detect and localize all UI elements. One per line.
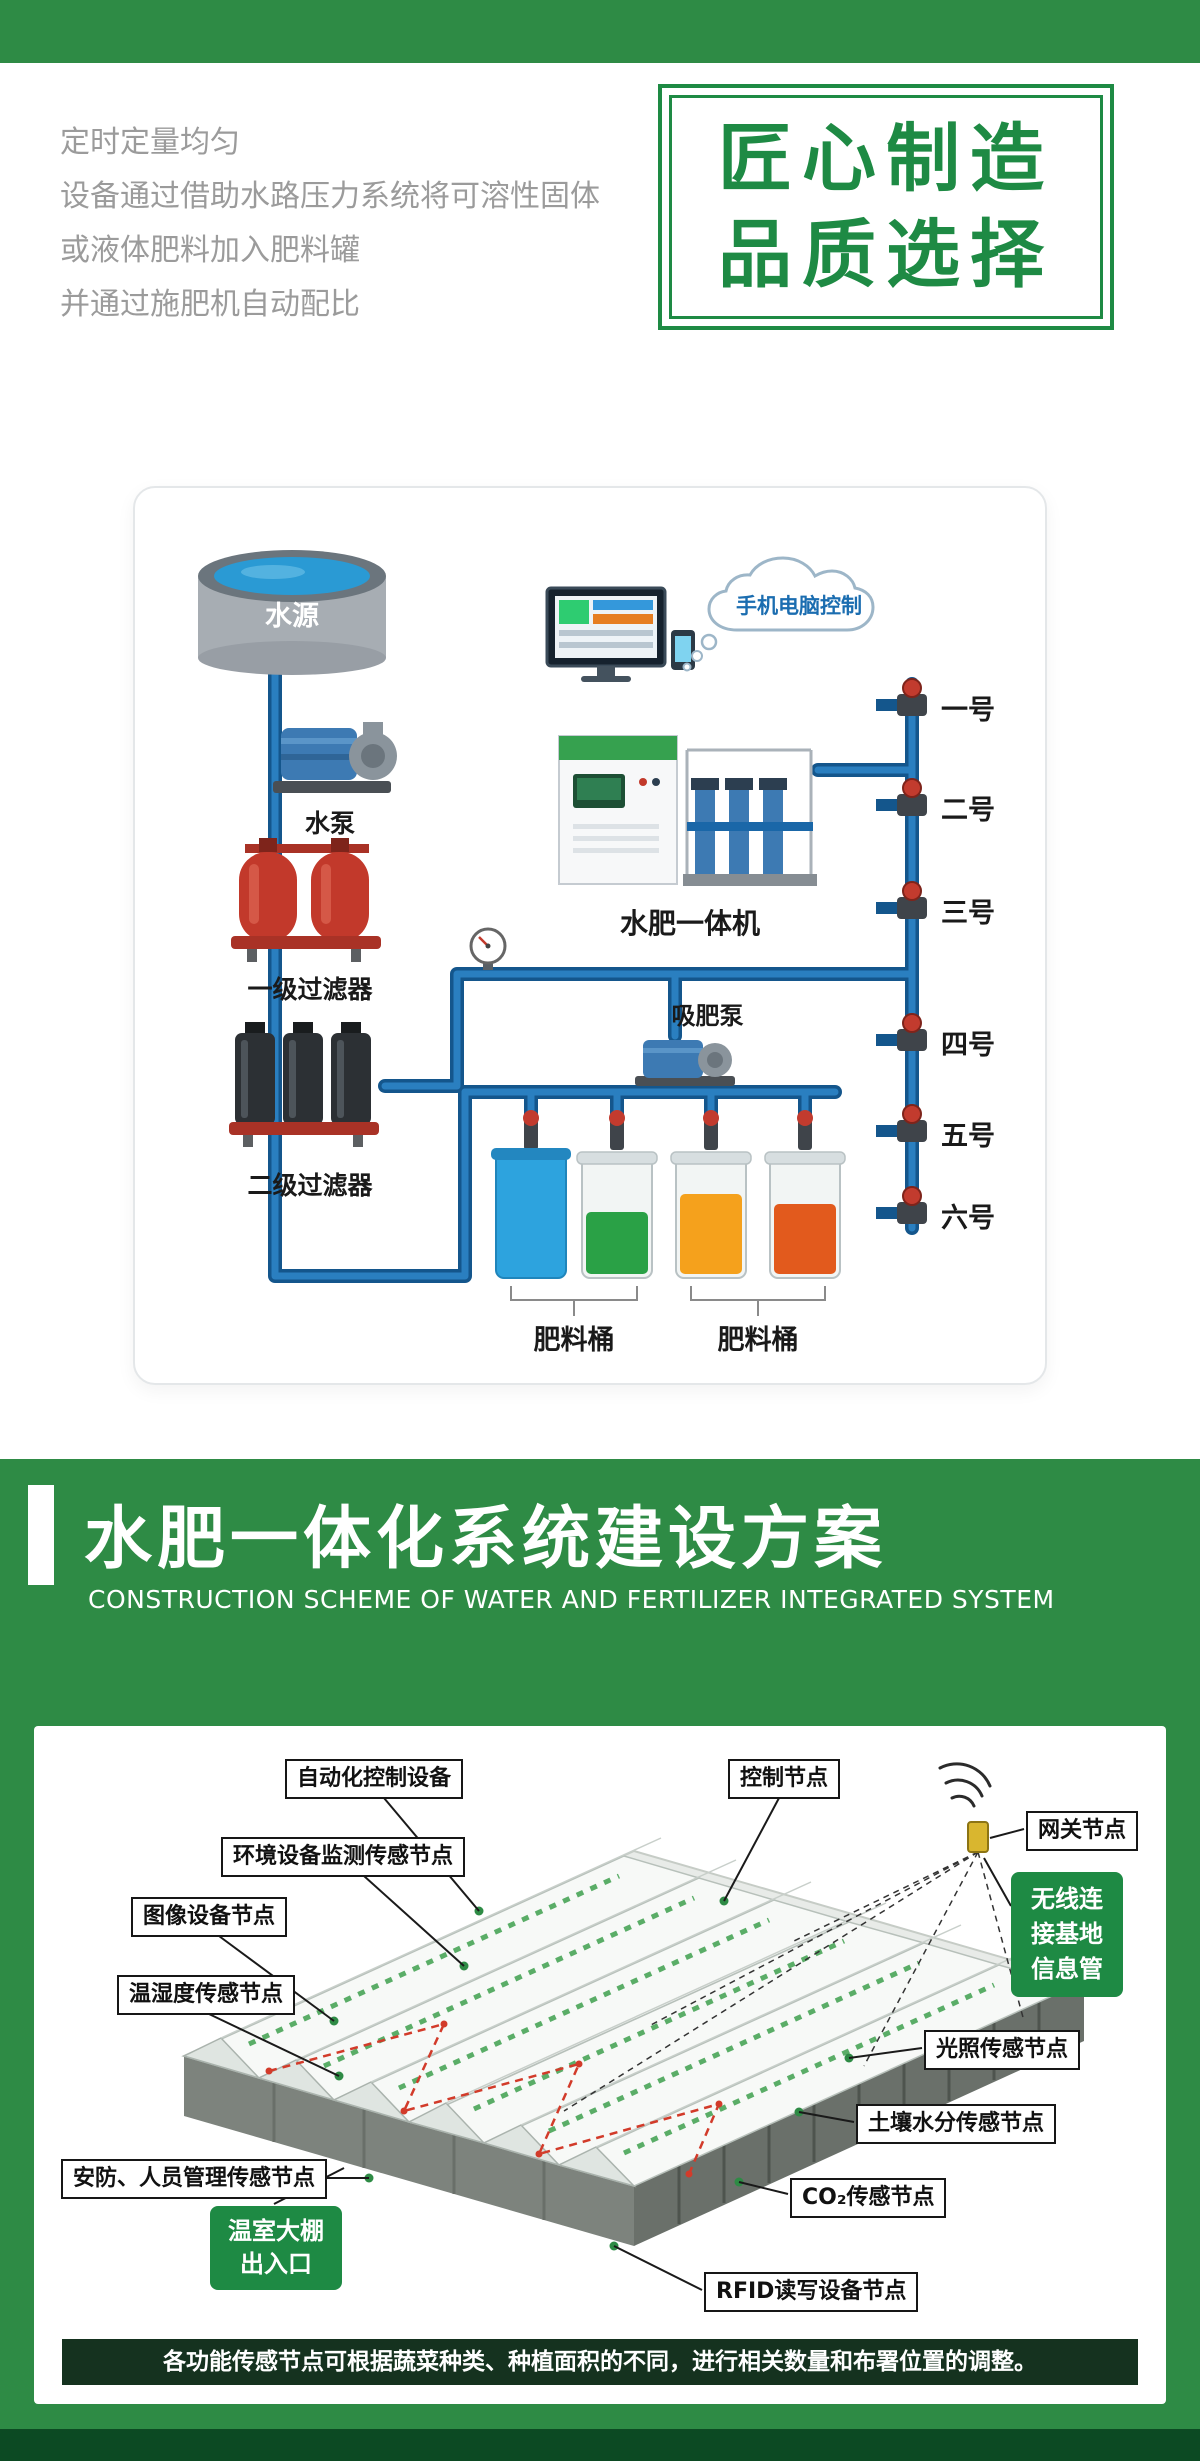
- scheme-section: 水肥一体化系统建设方案 CONSTRUCTION SCHEME OF WATER…: [0, 1459, 1200, 2461]
- valve-label-6: 六号: [941, 1203, 995, 1234]
- callout-rfid: RFID读写设备节点: [704, 2272, 919, 2312]
- valve-label-3: 三号: [941, 898, 995, 929]
- valve-label-5: 五号: [941, 1121, 995, 1152]
- callout-gateway: 网关节点: [1026, 1811, 1139, 1851]
- water-pump-label: 水泵: [304, 809, 355, 838]
- antenna-icon: [938, 1762, 992, 1853]
- suction-pump-icon: [635, 1040, 735, 1086]
- primary-filter-icon: [231, 838, 381, 962]
- water-source-label: 水源: [265, 601, 319, 632]
- intro-line: 定时定量均匀: [60, 125, 240, 160]
- intro-text: 定时定量均匀 设备通过借助水路压力系统将可溶性固体 或液体肥料加入肥料罐 并通过…: [60, 116, 600, 332]
- valve-label-4: 四号: [941, 1030, 995, 1061]
- branch-valve-icons: [876, 678, 927, 1224]
- fertilizer-buckets-icon: [491, 1148, 846, 1279]
- callout-wireless-base: 无线连接基地信息管: [1011, 1872, 1123, 1997]
- callout-env-monitor: 环境设备监测传感节点: [221, 1837, 466, 1877]
- system-diagram-card: 水源 水泵 一级过滤器 二级过滤器 水肥一体机 手机电脑控制 吸肥泵 肥料桶 肥…: [133, 486, 1047, 1385]
- intro-line: 或液体肥料加入肥料罐: [60, 233, 360, 268]
- bucket-group-label-1: 肥料桶: [533, 1325, 615, 1356]
- callout-control-node: 控制节点: [728, 1759, 841, 1799]
- callout-soil-moisture: 土壤水分传感节点: [856, 2104, 1057, 2144]
- machine-label: 水肥一体机: [619, 907, 760, 940]
- system-diagram-illustration: [198, 550, 927, 1316]
- route-nodes: [265, 2020, 723, 2178]
- callout-security: 安防、人员管理传感节点: [61, 2159, 328, 2199]
- bucket-valve-icons: [523, 1110, 813, 1150]
- pressure-gauge-icon: [469, 927, 507, 970]
- primary-filter-label: 一级过滤器: [247, 975, 373, 1004]
- intro-line: 并通过施肥机自动配比: [60, 287, 360, 322]
- title-accent-bar: [28, 1485, 54, 1585]
- intro-line: 设备通过借助水路压力系统将可溶性固体: [60, 179, 600, 214]
- ridge-lines: [220, 1837, 1037, 2148]
- scheme-subtitle: CONSTRUCTION SCHEME OF WATER AND FERTILI…: [88, 1585, 1055, 1614]
- callout-auto-control: 自动化控制设备: [285, 1759, 464, 1799]
- wireless-links: [563, 1851, 1025, 2112]
- suction-pump-label: 吸肥泵: [671, 1002, 744, 1030]
- bucket-group-brackets: [510, 1286, 826, 1316]
- callout-image-node: 图像设备节点: [131, 1897, 288, 1937]
- badge-line-1: 匠心制造: [718, 115, 1054, 202]
- water-pump-icon: [273, 722, 397, 793]
- quality-badge: 匠心制造 品质选择: [658, 84, 1114, 330]
- badge-line-2: 品质选择: [718, 212, 1054, 298]
- secondary-filter-label: 二级过滤器: [247, 1171, 373, 1200]
- callout-light-sensor: 光照传感节点: [924, 2030, 1081, 2070]
- callout-entrance: 温室大棚出入口: [210, 2206, 342, 2290]
- crop-rows: [247, 1873, 996, 2156]
- secondary-filter-icon: [229, 1022, 379, 1147]
- scheme-note-bar: 各功能传感节点可根据蔬菜种类、种植面积的不同，进行相关数量和布署位置的调整。: [62, 2339, 1138, 2385]
- valve-label-1: 一号: [941, 695, 995, 726]
- callout-co2-sensor: CO₂传感节点: [790, 2178, 947, 2218]
- callout-temp-humidity: 温湿度传感节点: [117, 1975, 296, 2015]
- scheme-title: 水肥一体化系统建设方案: [84, 1500, 888, 1579]
- bucket-group-label-2: 肥料桶: [717, 1325, 799, 1356]
- remote-control-label: 手机电脑控制: [736, 594, 862, 618]
- bottom-green-bar: [0, 2429, 1200, 2461]
- valve-label-2: 二号: [941, 795, 995, 826]
- greenhouse-panel: 自动化控制设备 控制节点 环境设备监测传感节点 网关节点 图像设备节点 无线连接…: [34, 1726, 1166, 2404]
- top-green-bar: [0, 0, 1200, 63]
- fertigation-machine-icon: [558, 735, 817, 886]
- greenhouse-bays: [181, 1855, 1077, 2187]
- water-tank-icon: [198, 550, 386, 675]
- cloud-icon: [682, 556, 875, 672]
- monitor-icon: [545, 586, 695, 682]
- greenhouse-illustration: [181, 1762, 1087, 2291]
- quality-badge-inner: 匠心制造 品质选择: [669, 95, 1103, 319]
